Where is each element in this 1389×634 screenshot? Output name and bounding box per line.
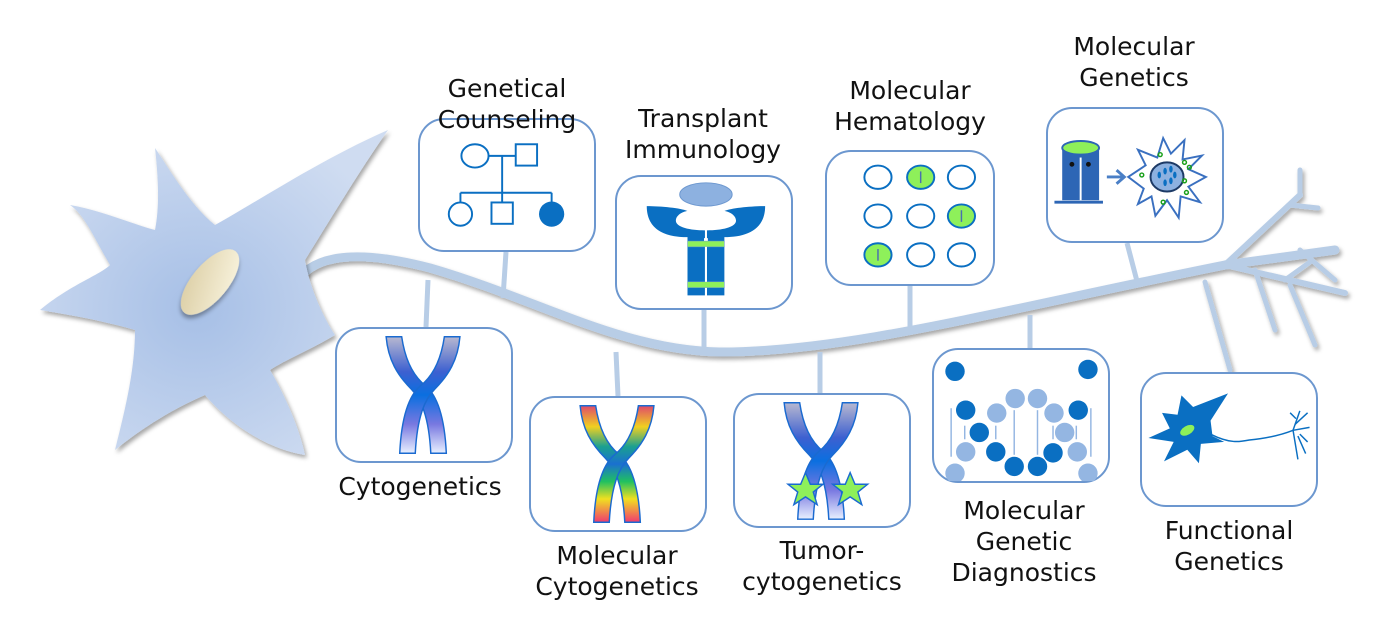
label-line: Cytogenetics bbox=[338, 472, 502, 501]
dna-helix-icon bbox=[945, 359, 1098, 481]
axon bbox=[300, 167, 1348, 373]
nucleus bbox=[180, 249, 240, 315]
label-molecular-genetics: Molecular Genetics bbox=[1073, 31, 1194, 93]
label-molecular-cytogenetics: Molecular Cytogenetics bbox=[535, 540, 698, 602]
label-line: Molecular bbox=[556, 541, 678, 570]
tumor-cytogenetics-box[interactable] bbox=[733, 393, 911, 528]
label-line: Genetics bbox=[1079, 63, 1189, 92]
label-line: Molecular bbox=[1073, 32, 1195, 61]
label-tumor-cytogenetics: Tumor- cytogenetics bbox=[742, 535, 902, 597]
label-molecular-genetic-diagnostics: Molecular Genetic Diagnostics bbox=[951, 495, 1096, 588]
pipette-cell-icon bbox=[1054, 135, 1209, 221]
hla-receptor-icon bbox=[646, 182, 766, 296]
chromosome-stars-icon bbox=[783, 402, 870, 520]
molecular-genetics-box[interactable] bbox=[1046, 107, 1224, 243]
label-line: Diagnostics bbox=[951, 558, 1097, 587]
label-line: Genetic bbox=[975, 527, 1073, 556]
genetical-counseling-box[interactable] bbox=[418, 118, 596, 252]
label-line: Immunology bbox=[625, 135, 781, 164]
label-cytogenetics: Cytogenetics bbox=[338, 471, 501, 502]
label-line: Molecular bbox=[849, 76, 971, 105]
transplant-immunology-box[interactable] bbox=[615, 175, 793, 310]
label-line: Transplant bbox=[638, 104, 768, 133]
label-line: Cytogenetics bbox=[535, 572, 699, 601]
molecular-cytogenetics-box[interactable] bbox=[529, 396, 707, 532]
label-line: Tumor- bbox=[779, 536, 865, 565]
label-molecular-hematology: Molecular Hematology bbox=[834, 75, 986, 137]
label-line: Genetics bbox=[1174, 547, 1284, 576]
cytogenetics-box[interactable] bbox=[335, 327, 513, 463]
label-genetical-counseling: Genetical Counseling bbox=[438, 73, 576, 135]
chromosome-icon bbox=[385, 336, 461, 454]
functional-genetics-box[interactable] bbox=[1140, 372, 1318, 507]
label-line: Hematology bbox=[834, 107, 986, 136]
rainbow-chromosome-icon bbox=[579, 405, 655, 523]
neuron-icon bbox=[1148, 393, 1310, 464]
molecular-genetic-diagnostics-box[interactable] bbox=[932, 348, 1110, 483]
pedigree-icon bbox=[447, 143, 565, 227]
label-line: Genetical bbox=[447, 74, 567, 103]
label-line: cytogenetics bbox=[742, 567, 902, 596]
cell-grid-icon bbox=[863, 164, 976, 268]
label-line: Counseling bbox=[437, 105, 577, 134]
connectors bbox=[423, 242, 1141, 397]
molecular-hematology-box[interactable] bbox=[825, 150, 995, 286]
label-functional-genetics: Functional Genetics bbox=[1165, 515, 1294, 577]
label-transplant-immunology: Transplant Immunology bbox=[625, 103, 781, 165]
label-line: Functional bbox=[1164, 516, 1294, 545]
label-line: Molecular bbox=[963, 496, 1085, 525]
